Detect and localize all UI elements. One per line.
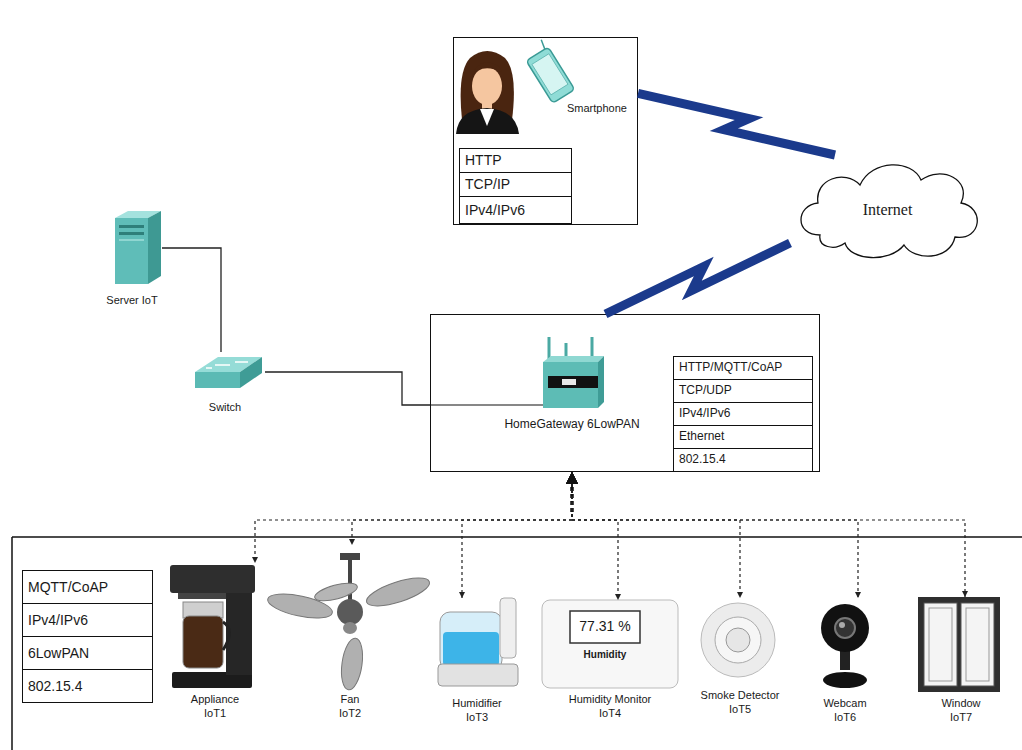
iot-device: 77.31 % HumidityHumidity Monitor IoT4 [540, 600, 680, 722]
protocol-label: 802.15.4 [28, 670, 83, 702]
protocol-label: 802.15.4 [679, 449, 726, 471]
bus-connector [572, 472, 740, 598]
node-label: Humidifier IoT3 [445, 696, 509, 725]
switch-icon [195, 357, 262, 388]
iot-device: Fan IoT2 [270, 545, 430, 720]
humidifier-icon [438, 598, 518, 686]
protocol-label: IPv4/IPv6 [28, 604, 88, 636]
server-node: Server IoT [102, 210, 162, 310]
humidity-monitor-icon [542, 600, 678, 688]
gateway-box: HomeGateway 6LowPAN HTTP/MQTT/CoAPTCP/UDP… [430, 314, 820, 472]
webcam-icon [821, 604, 869, 688]
node-label: Server IoT [97, 293, 167, 307]
smartphone-icon [521, 39, 575, 104]
node-label: Smoke Detector IoT5 [697, 688, 783, 717]
protocol-cell: 6LowPAN [22, 636, 153, 670]
protocol-cell: MQTT/CoAP [22, 570, 153, 604]
node-label: Humidity [570, 648, 640, 661]
iot-device: Window IoT7 [918, 597, 1002, 722]
node-label: Fan IoT2 [330, 692, 370, 721]
node-label: Smartphone [567, 101, 639, 115]
protocol-label: Ethernet [679, 426, 724, 448]
protocol-label: HTTP/MQTT/CoAP [679, 357, 782, 379]
protocol-label: IPv4/IPv6 [465, 197, 525, 223]
bus-connector [572, 472, 965, 597]
iot-device: Humidifier IoT3 [435, 598, 520, 723]
protocol-cell: IPv4/IPv6 [673, 402, 813, 426]
iot-device: Smoke Detector IoT5 [700, 598, 780, 723]
node-label: Webcam IoT6 [820, 696, 870, 725]
protocol-cell: HTTP [459, 148, 572, 173]
protocol-label: TCP/UDP [679, 380, 732, 402]
node-label: Window IoT7 [935, 696, 987, 725]
wireless-link [602, 235, 793, 323]
protocol-cell: IPv4/IPv6 [22, 603, 153, 637]
bus-trunk [570, 480, 574, 515]
bus-connector [572, 472, 618, 600]
bus-connector [255, 472, 572, 563]
protocol-cell: IPv4/IPv6 [459, 196, 572, 224]
node-label: 77.31 % [570, 617, 640, 635]
switch-node: Switch [185, 352, 265, 417]
wireless-bolt [602, 235, 793, 323]
iot-device: Appliance IoT1 [165, 563, 260, 723]
band-border [12, 536, 1022, 538]
ceiling-fan-icon [266, 553, 433, 691]
protocol-label: 6LowPAN [28, 637, 89, 669]
node-label: Appliance IoT1 [183, 692, 247, 721]
protocol-label: HTTP [465, 149, 502, 172]
bus-connector [572, 472, 858, 598]
iot-device: Webcam IoT6 [815, 598, 875, 723]
wire [430, 404, 543, 405]
protocol-label: TCP/IP [465, 173, 510, 196]
node-label: HomeGateway 6LowPAN [472, 417, 672, 433]
smoke-detector-icon [701, 603, 775, 677]
protocol-label: IPv4/IPv6 [679, 403, 730, 425]
protocol-cell: HTTP/MQTT/CoAP [673, 356, 813, 380]
node-label: Switch [185, 400, 265, 414]
internet-cloud: Internet [790, 155, 985, 265]
server-icon [115, 211, 161, 284]
device-box: SmartphoneHTTPTCP/IPIPv4/IPv6 [453, 37, 638, 225]
node-label: Humidity Monitor IoT4 [561, 692, 659, 721]
wired-link [265, 372, 430, 405]
wired-link [162, 248, 221, 352]
protocol-label: MQTT/CoAP [28, 571, 108, 603]
protocol-cell: Ethernet [673, 425, 813, 449]
protocol-cell: TCP/IP [459, 172, 572, 197]
gateway-icon [543, 337, 604, 408]
bus-connector [352, 472, 572, 545]
wireless-link [635, 85, 837, 164]
bus-connector [462, 472, 572, 598]
protocol-cell: TCP/UDP [673, 379, 813, 403]
band-border [11, 537, 13, 750]
wireless-bolt [635, 85, 837, 164]
window-icon [918, 597, 1000, 692]
user-icon [456, 51, 519, 134]
node-label: Internet [790, 200, 985, 221]
protocol-cell: 802.15.4 [673, 448, 813, 472]
coffee-maker-icon [170, 565, 255, 688]
protocol-cell: 802.15.4 [22, 669, 153, 703]
